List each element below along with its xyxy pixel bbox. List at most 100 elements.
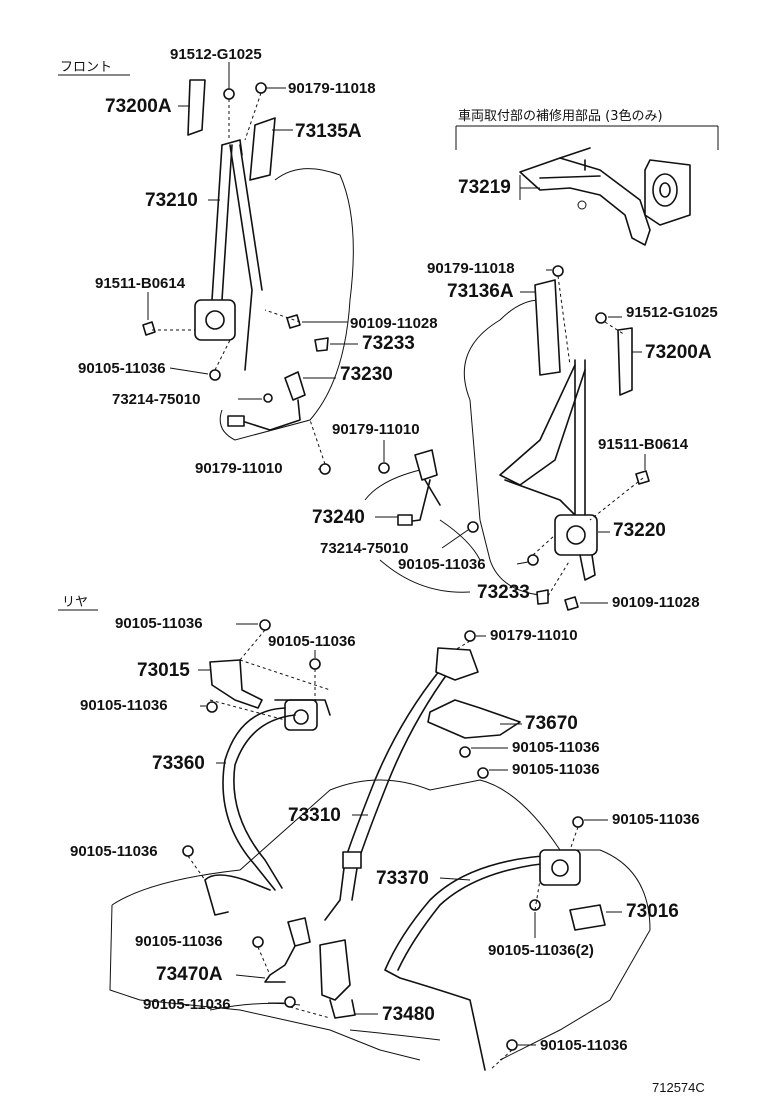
bolt-rear-c [206, 701, 218, 713]
bolt-91511-b0614-left [142, 321, 156, 336]
label-73670: 73670 [525, 713, 578, 734]
label-91512-g1025-left: 91512-G1025 [170, 46, 262, 63]
bolt-rear-b [309, 658, 321, 670]
clip-73214-75010-right [467, 521, 479, 533]
retractor-73220 [554, 514, 598, 556]
bracket-73670 [427, 699, 521, 739]
label-90105-11036-rear-j: 90105-11036 [143, 996, 231, 1013]
figure-code: 712574C [652, 1080, 705, 1095]
front-right-assembly: 90179-11018 73136A 91512-G1025 73200A 90… [312, 260, 718, 611]
retractor-rear-right [539, 849, 581, 886]
label-91511-b0614-left: 91511-B0614 [95, 275, 186, 292]
buckle-73240 [414, 449, 438, 481]
label-73470a: 73470A [156, 964, 223, 985]
label-73233-right: 73233 [477, 582, 530, 603]
repair-parts-note: 車両取付部の補修用部品 (3色のみ) 73219 [455, 108, 719, 246]
front-section-header: フロント [58, 60, 130, 76]
belt-73360 [222, 707, 296, 891]
retractor-rear-center-top [435, 647, 479, 681]
label-91512-g1025-right: 91512-G1025 [626, 304, 718, 321]
bolt-rear-a [259, 619, 271, 631]
rear-seat-outline [111, 779, 651, 1061]
label-73219: 73219 [458, 177, 511, 198]
retractor-left [194, 299, 236, 341]
cap-73233-right [536, 589, 549, 605]
front-left-assembly: 91512-G1025 90179-11018 73200A 73135A 73… [78, 46, 438, 477]
repair-parts-note-text: 車両取付部の補修用部品 (3色のみ) [458, 108, 663, 124]
anchor-bracket-73219 [519, 157, 651, 246]
label-73016: 73016 [626, 901, 679, 922]
belt-webbing-right [574, 359, 586, 521]
cap-73233-left [314, 337, 329, 352]
rear-assembly: 90105-11036 90105-11036 90179-11010 7301… [70, 615, 700, 1071]
front-section-label: フロント [60, 60, 112, 75]
bolt-rear-f [572, 816, 584, 828]
bolt-rear-i [252, 936, 264, 948]
label-73136a: 73136A [447, 281, 514, 302]
label-90109-11028-right: 90109-11028 [612, 594, 700, 611]
nut-90179-11010-left [319, 463, 331, 475]
shoulder-anchor-73200a-left [187, 79, 206, 136]
label-73480: 73480 [382, 1004, 435, 1025]
bolt-90109-11028-left [286, 314, 301, 329]
front-left-seat-outline [219, 168, 354, 441]
bracket-73016 [569, 904, 606, 931]
bolt-91512-g1025-left [223, 88, 235, 100]
label-90105-11036-rear-g: 90105-11036 [70, 843, 158, 860]
label-73220: 73220 [613, 520, 666, 541]
pillar-cover-73135a [249, 117, 276, 181]
label-73214-75010-right: 73214-75010 [320, 540, 408, 557]
label-90179-11018-right: 90179-11018 [427, 260, 515, 277]
label-73233-left: 73233 [362, 333, 415, 354]
label-90105-11036-rear-i: 90105-11036(2) [488, 942, 594, 959]
label-90179-11010-rear: 90179-11010 [490, 627, 578, 644]
bolt-90105-11036-front-right [527, 554, 539, 566]
label-73370: 73370 [376, 868, 429, 889]
bolt-90179-11018-left [255, 82, 267, 94]
bolt-rear-d [459, 746, 471, 758]
label-73200a-right: 73200A [645, 342, 712, 363]
label-73230: 73230 [340, 364, 393, 385]
label-90105-11036-front-right: 90105-11036 [398, 556, 486, 573]
bolt-rear-j [284, 996, 296, 1008]
rear-section-label: リヤ [62, 595, 88, 610]
bolt-90105-11036-front-left [209, 369, 221, 381]
label-90105-11036-rear-d: 90105-11036 [512, 739, 600, 756]
label-90179-11018-left: 90179-11018 [288, 80, 376, 97]
rear-section-header: リヤ [58, 595, 98, 611]
label-90105-11036-rear-f: 90105-11036 [612, 811, 700, 828]
label-90105-11036-rear-h: 90105-11036 [135, 933, 223, 950]
bolt-91512-g1025-right [595, 312, 607, 324]
label-73310: 73310 [288, 805, 341, 826]
bolt-rear-e [477, 767, 489, 779]
label-91511-b0614-right: 91511-B0614 [598, 436, 689, 453]
label-73015: 73015 [137, 660, 190, 681]
label-90105-11036-rear-a: 90105-11036 [115, 615, 203, 632]
belt-73310 [324, 669, 451, 921]
label-90179-11010-right: 90179-11010 [332, 421, 420, 438]
bolt-rear-g [182, 845, 194, 857]
clip-73214-75010-left [263, 393, 273, 403]
label-73360: 73360 [152, 753, 205, 774]
label-73240: 73240 [312, 507, 365, 528]
nut-90179-11010-right [378, 462, 390, 474]
label-90105-11036-rear-c: 90105-11036 [80, 697, 168, 714]
shoulder-anchor-73200a-right [617, 327, 633, 396]
buckle-73230 [284, 371, 306, 401]
label-73214-75010-left: 73214-75010 [112, 391, 200, 408]
label-73135a: 73135A [295, 121, 362, 142]
label-90105-11036-rear-k: 90105-11036 [540, 1037, 628, 1054]
label-73200a-left: 73200A [105, 96, 172, 117]
front-right-seat-outline [463, 299, 541, 596]
bolt-90109-11028-right [564, 596, 579, 611]
label-73210: 73210 [145, 190, 198, 211]
label-90105-11036-front-left: 90105-11036 [78, 360, 166, 377]
bolt-91511-b0614-right [635, 470, 650, 485]
pillar-cover-73136a [534, 279, 561, 376]
bolt-90179-11018-right [552, 265, 564, 277]
bolt-rear-k [506, 1039, 518, 1051]
buckle-73480 [319, 939, 351, 1001]
belt-73370 [384, 854, 561, 1071]
label-90179-11010-left: 90179-11010 [195, 460, 283, 477]
